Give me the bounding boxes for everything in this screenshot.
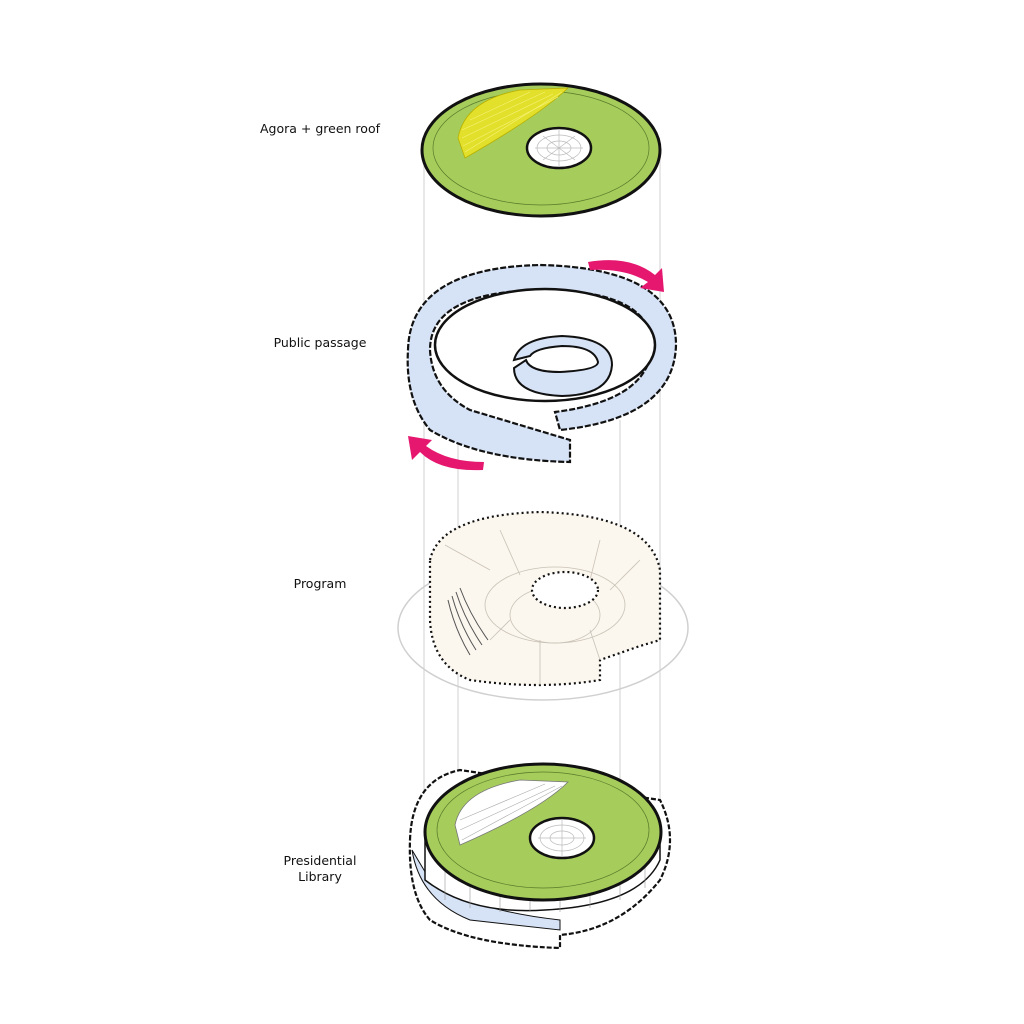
layer-label-presidential-library: Presidential Library (230, 853, 410, 885)
label-line-2: Library (298, 869, 342, 884)
public-passage-spiral (406, 260, 678, 471)
layer-label-public-passage: Public passage (273, 335, 367, 350)
label-line-1: Presidential (283, 853, 357, 868)
rotation-arrow-icon (408, 436, 484, 471)
program-layer (397, 510, 689, 701)
presidential-library-model (408, 762, 672, 950)
rotation-arrow-icon (588, 260, 664, 292)
agora-green-roof-disk (420, 82, 662, 218)
layer-label-program: Program (293, 576, 347, 591)
layer-label-agora: Agora + green roof (260, 121, 380, 136)
